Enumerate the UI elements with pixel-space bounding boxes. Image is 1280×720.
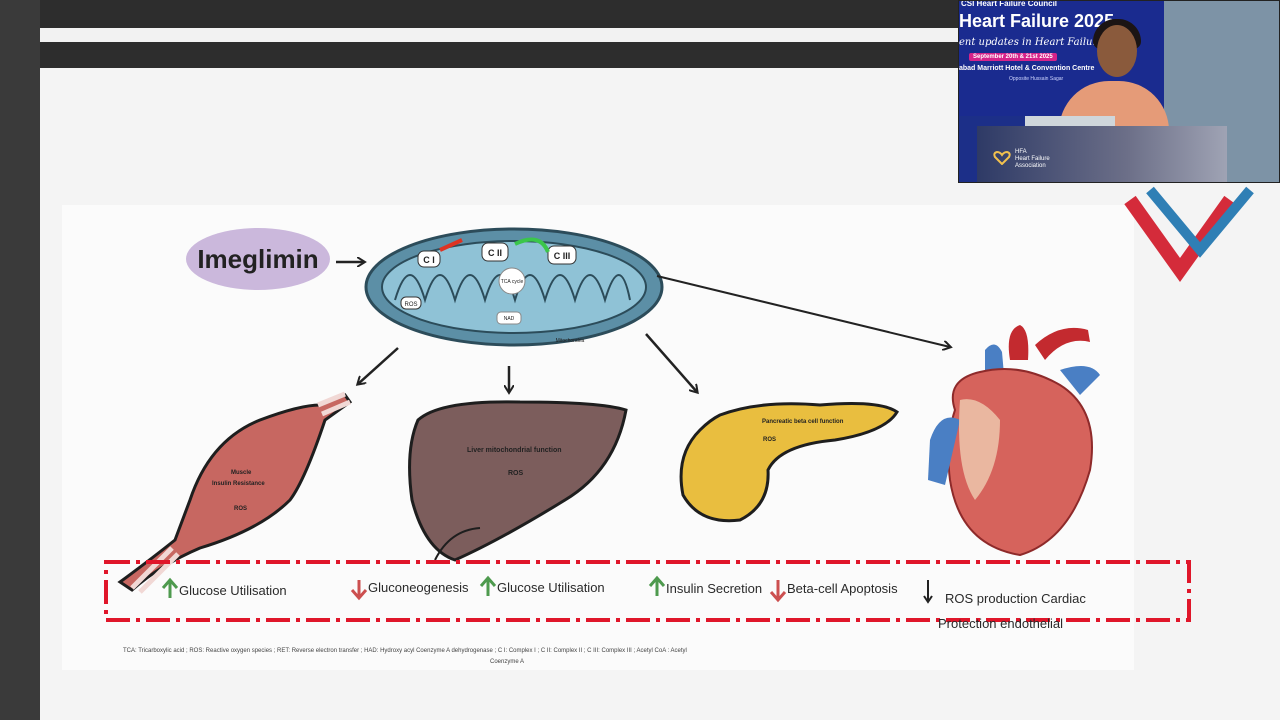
imeglimin-bubble xyxy=(186,228,330,290)
speaker-head xyxy=(1097,25,1137,77)
effect-insulin-secretion: Insulin Secretion xyxy=(666,581,762,596)
heart-icon xyxy=(928,325,1100,557)
arrow-to-heart xyxy=(656,275,950,347)
brand-logo-fragment xyxy=(1124,186,1254,283)
effect-heart-line2: Protection endothelial xyxy=(938,616,1063,631)
window-top-bar xyxy=(40,28,960,42)
conference-title: Heart Failure 2025 xyxy=(959,11,1115,31)
muscle-icon xyxy=(117,391,353,594)
mito-ros-label: ROS xyxy=(404,302,417,308)
council-label: CSI Heart Failure Council xyxy=(961,0,1058,8)
muscle-label: Muscle xyxy=(231,470,252,476)
abbreviations-footnote: TCA: Tricarboxylic acid ; ROS: Reactive … xyxy=(123,648,687,654)
effect-heart-line1: ROS production Cardiac xyxy=(945,591,1086,606)
effect-beta-cell-apoptosis: Beta-cell Apoptosis xyxy=(787,581,898,596)
arrow-to-pancreas xyxy=(645,333,697,392)
effect-gluconeogenesis: Gluconeogenesis xyxy=(368,580,469,595)
liver-function-label: Liver mitochondrial function xyxy=(467,447,562,454)
pancreas-icon xyxy=(679,402,900,523)
tca-cycle-label: TCA cycle xyxy=(501,279,524,285)
complex1-label: C I xyxy=(423,255,435,265)
pancreas-function-label: Pancreatic beta cell function xyxy=(762,419,844,425)
effect-liver-glucose: Glucose Utilisation xyxy=(497,580,605,595)
effect-muscle-glucose: Glucose Utilisation xyxy=(179,583,287,598)
effect-arrows xyxy=(161,575,933,604)
muscle-insulin-resistance: Insulin Resistance xyxy=(212,481,265,487)
complex3-label: C III xyxy=(554,251,571,261)
conference-dates: September 20th & 21st 2025 xyxy=(969,53,1057,61)
drug-label: Imeglimin xyxy=(197,244,318,274)
red-electron-arrow xyxy=(439,238,463,252)
hfa-logo-text: HFA Heart Failure Association xyxy=(1015,149,1050,169)
complex2-label: C II xyxy=(488,248,502,258)
effects-frame xyxy=(104,560,1191,622)
abbreviations-footnote-cont: Coenzyme A xyxy=(490,659,524,665)
speaker-video: CSI Heart Failure Council Heart Failure … xyxy=(958,0,1280,183)
arrow-to-muscle xyxy=(358,347,399,384)
pancreas-ros: ROS xyxy=(763,437,776,443)
conference-venue-note: Opposite Hussain Sagar xyxy=(1009,76,1064,82)
podium xyxy=(977,126,1227,182)
liver-ros: ROS xyxy=(508,470,524,477)
mitochondria-caption: Mitochondria xyxy=(556,338,585,344)
conference-subtitle: ent updates in Heart Failure xyxy=(959,37,1104,48)
green-electron-arrow xyxy=(514,237,550,253)
background-left-panel xyxy=(0,0,40,720)
liver-icon xyxy=(408,400,628,562)
hfa-heart-icon xyxy=(993,151,1011,165)
conference-venue: abad Marriott Hotel & Convention Centre xyxy=(959,65,1095,72)
muscle-ros: ROS xyxy=(234,506,247,512)
nad-label: NAD xyxy=(504,316,515,322)
laptop xyxy=(1025,116,1115,128)
